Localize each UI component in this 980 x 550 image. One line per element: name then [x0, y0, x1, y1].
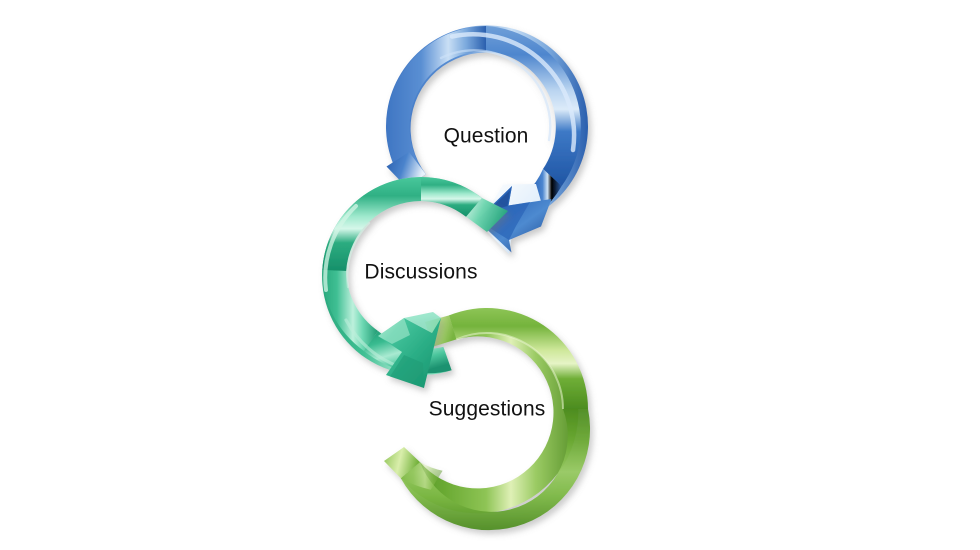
discussions-arrowhead: [378, 312, 441, 388]
stage-question-arrow: [385, 25, 588, 254]
suggestions-end-cap: [384, 447, 420, 479]
discussions-tail-cap: [466, 198, 508, 232]
stage-label-discussions: Discussions: [364, 260, 478, 284]
stage-label-suggestions: Suggestions: [428, 397, 546, 421]
stage-label-question: Question: [443, 124, 529, 148]
stage-discussions-arrow: [322, 177, 508, 388]
